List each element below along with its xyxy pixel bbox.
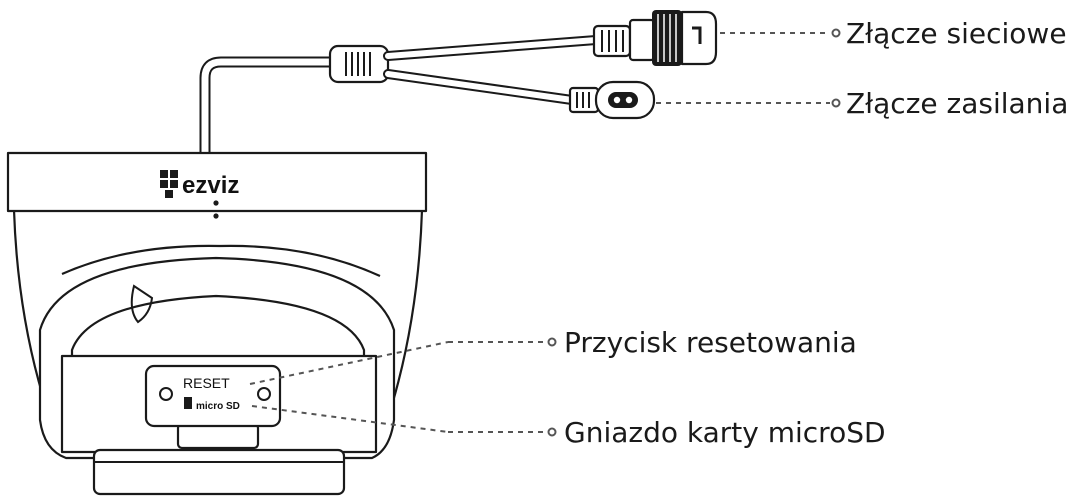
callout-reset-button: Przycisk resetowania bbox=[564, 326, 857, 359]
power-connector-icon bbox=[568, 80, 656, 120]
reset-panel: RESET micro SD bbox=[144, 364, 282, 428]
microsd-slot-icon bbox=[184, 397, 192, 409]
callout-network-connector: Złącze sieciowe bbox=[846, 17, 1067, 50]
network-connector-icon bbox=[592, 10, 718, 66]
callout-leaders bbox=[249, 28, 841, 437]
reset-label: RESET bbox=[183, 375, 230, 391]
screw-right-icon bbox=[257, 387, 271, 401]
callout-power-connector: Złącze zasilania bbox=[846, 87, 1068, 120]
microphone-icon bbox=[213, 213, 219, 219]
callout-microsd-slot: Gniazdo karty microSD bbox=[564, 416, 886, 449]
brand-logo-text: ezviz bbox=[182, 172, 239, 199]
main-cable bbox=[199, 56, 342, 161]
cable-assembly bbox=[199, 10, 718, 161]
screw-left-icon bbox=[159, 387, 173, 401]
ezviz-logo: ezviz bbox=[160, 170, 239, 199]
camera-base bbox=[92, 448, 346, 496]
camera-body bbox=[6, 151, 428, 496]
microsd-label: micro SD bbox=[196, 401, 240, 412]
cable-splitter bbox=[328, 44, 390, 84]
status-indicator-icon bbox=[213, 200, 219, 206]
